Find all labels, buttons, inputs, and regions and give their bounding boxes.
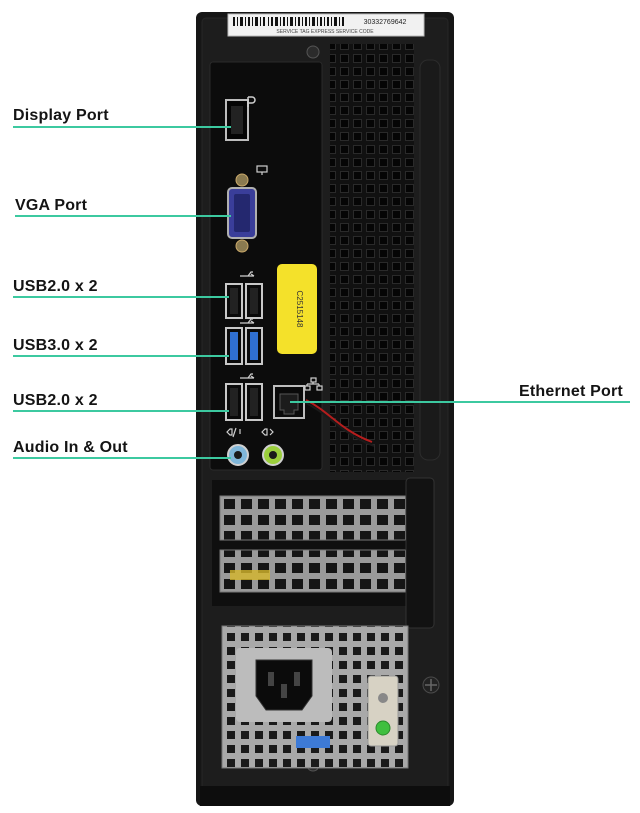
label-usb30: USB3.0 x 2 [13,337,98,354]
display-port-icon [247,96,256,107]
label-usb20-top: USB2.0 x 2 [13,278,98,295]
led-indicator [375,720,391,736]
usb20-ports-top [225,283,263,319]
power-supply [221,625,409,769]
audio-icon [226,427,274,438]
label-vga-port: VGA Port [15,197,88,214]
vent-grille [330,44,414,472]
vga-port [227,173,257,253]
svg-text:C2515148: C2515148 [295,291,304,328]
leader-line [13,126,231,128]
service-tag-label: 30332769642 SERVICE TAG EXPRESS SERVICE … [227,13,425,37]
usb30-ports [225,327,263,365]
label-audio: Audio In & Out [13,439,128,456]
leader-line [290,401,630,403]
audio-out-jack [262,444,284,466]
usb-icon [240,373,255,379]
svg-text:30332769642: 30332769642 [364,19,407,26]
expansion-slot-covers [212,477,435,629]
leader-line [13,410,229,412]
svg-text:SERVICE TAG EXPRESS SERVICE C: SERVICE TAG EXPRESS SERVICE CODE [276,29,374,35]
yellow-sticker: C2515148 [277,264,317,354]
leader-line [13,296,229,298]
leader-line [13,355,229,357]
usb-icon [240,318,255,324]
network-icon [304,377,323,391]
leader-line [15,215,231,217]
power-socket-icon [255,659,313,711]
io-panel [209,61,323,471]
vga-icon [256,165,268,175]
usb-icon [240,271,255,277]
label-usb20-bottom: USB2.0 x 2 [13,392,98,409]
label-ethernet: Ethernet Port [519,383,623,400]
leader-line [13,457,231,459]
usb20-ports-bottom [225,383,263,421]
audio-in-jack [227,444,249,466]
display-port [225,99,249,141]
label-display-port: Display Port [13,107,109,124]
